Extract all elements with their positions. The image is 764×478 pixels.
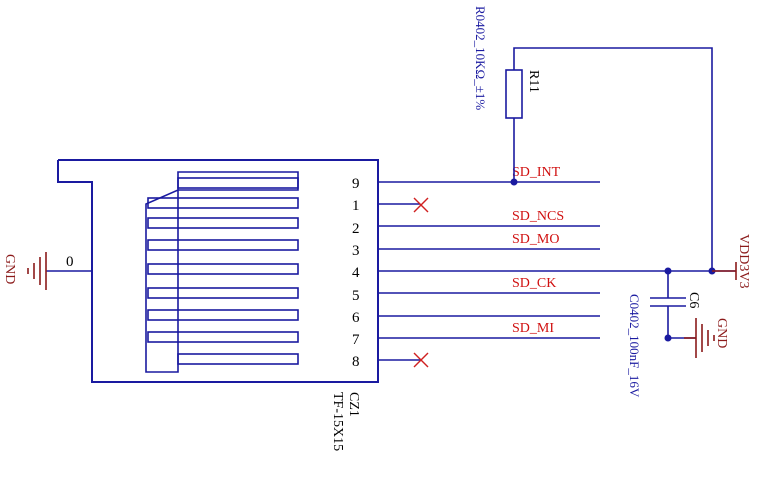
- contact-finger: [147, 239, 299, 251]
- pin-number: 6: [352, 310, 360, 326]
- pin-number: 4: [352, 265, 360, 281]
- no-connect-icon: [413, 352, 429, 368]
- gnd-right-label: GND: [714, 318, 729, 348]
- pin-number: 8: [352, 354, 360, 370]
- net-label-sd-mi[interactable]: SD_MI: [512, 321, 554, 336]
- shell-net-label: 0: [66, 254, 74, 270]
- gnd-left-icon[interactable]: [27, 252, 47, 290]
- net-label-sd-ncs[interactable]: SD_NCS: [512, 209, 564, 224]
- contact-finger: [177, 353, 299, 365]
- capacitor-value: C0402_100nF_16V: [627, 294, 642, 398]
- pin-number: 3: [352, 243, 360, 259]
- vdd-label: VDD3V3: [736, 234, 751, 288]
- connector-contacts: [145, 171, 299, 373]
- capacitor-designator: C6: [686, 292, 701, 308]
- net-label-sd-ck[interactable]: SD_CK: [512, 276, 556, 291]
- contact-finger: [147, 197, 299, 209]
- net-label-sd-int[interactable]: SD_INT: [512, 165, 561, 180]
- connector-designator: CZ1: [346, 392, 361, 417]
- gnd-right-icon[interactable]: [684, 318, 715, 358]
- no-connect-icon: [413, 197, 429, 213]
- pin-number: 7: [352, 332, 360, 348]
- pin-number: 1: [352, 198, 360, 214]
- contact-finger: [147, 331, 299, 343]
- junction-dot: [510, 178, 518, 186]
- contact-finger: [147, 309, 299, 321]
- gnd-left-label: GND: [2, 254, 17, 284]
- connector-body[interactable]: [57, 159, 379, 383]
- pin-number: 5: [352, 288, 360, 304]
- resistor-designator: R11: [526, 70, 541, 93]
- connector-part: TF-15X15: [330, 392, 345, 451]
- vdd-power-icon[interactable]: [712, 262, 737, 280]
- contact-finger: [147, 287, 299, 299]
- resistor-r11[interactable]: [505, 69, 523, 119]
- vdd-rail-wire[interactable]: [513, 47, 713, 271]
- contact-finger: [147, 217, 299, 229]
- contact-finger: [177, 177, 299, 189]
- junction-dot: [664, 334, 672, 342]
- net-label-sd-mo[interactable]: SD_MO: [512, 232, 559, 247]
- resistor-value: R0402_10KΩ_±1%: [473, 6, 488, 110]
- pin-number: 9: [352, 176, 360, 192]
- contact-finger: [147, 263, 299, 275]
- pin-number: 2: [352, 221, 360, 237]
